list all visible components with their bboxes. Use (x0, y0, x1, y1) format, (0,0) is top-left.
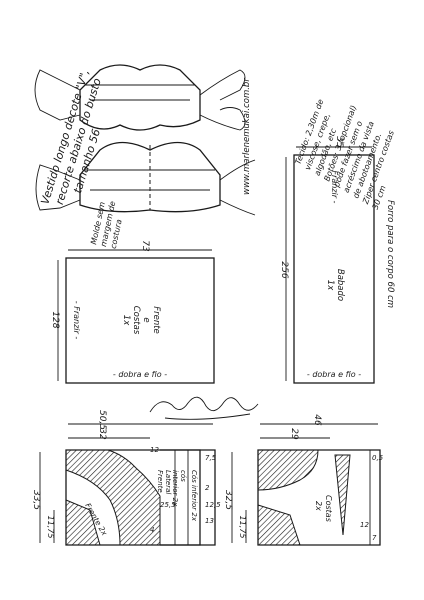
front-dim-6: 12,5 (205, 501, 221, 509)
front-height-total: 33,5 (31, 490, 41, 510)
front-dim-7: 25,5 (160, 501, 176, 509)
front-dim-1: 12 (150, 446, 159, 454)
back-label-1: Costas (324, 495, 333, 522)
skirt-gather-label: - Franzir - (72, 301, 81, 340)
signature (149, 396, 259, 420)
front-label-5: interior 2x (171, 470, 179, 507)
dress-sketch-front (34, 64, 246, 131)
back-height-side: 11,75 (238, 516, 247, 539)
front-bodice-piece: 50,5 32 33,5 11,75 Frente 2x Lateral Fre… (31, 410, 221, 546)
front-label-3: Frente (156, 470, 164, 493)
ruffle-height-dim: 35 (334, 136, 344, 148)
ruffle-label-2: 1x (325, 280, 335, 291)
skirt-label-2: e (141, 317, 151, 322)
front-width-total: 50,5 (97, 410, 107, 430)
front-height-side: 11,75 (46, 516, 55, 539)
skirt-fold-label: - dobra e fio - (113, 370, 167, 379)
ruffle-label-1: Babado (335, 269, 345, 301)
back-height-total: 32,5 (223, 490, 233, 510)
front-dim-5: 13 (205, 517, 214, 525)
website-credit: www.marlenemukai.com.br (242, 78, 252, 195)
back-width-total: 46 (312, 414, 322, 426)
front-dim-4: 7,5 (205, 454, 217, 462)
ruffle-width-dim: 256 (279, 261, 289, 278)
front-dim-3: 2 (205, 484, 210, 492)
title-block: Vestido longo decote "V", recorte abaixo… (38, 68, 103, 206)
skirt-height-dim: 128 (50, 311, 60, 328)
back-dim-1: 12 (360, 521, 369, 529)
back-dim-2: 7 (372, 534, 377, 542)
back-label-2: 2x (314, 501, 323, 511)
back-bodice-piece: 46 29 32,5 11,75 Costas 2x 12 7 0,5 (223, 414, 384, 546)
materials-note: Tecido: 2,30m de viscose, crepe, algodão… (293, 98, 396, 211)
back-dim-3: 0,5 (372, 454, 384, 462)
back-width-top: 29 (289, 428, 299, 440)
front-label-2: Lateral (164, 470, 172, 494)
front-label-4: cós (179, 470, 187, 482)
ruffle-piece: 256 35 - Franzir - Babado 1x - dobra e f… (279, 136, 375, 384)
skirt-piece: 73 128 - Franzir - Frente e Costas 1x - … (50, 240, 215, 384)
front-label-6: Cós inferior 2x (190, 470, 198, 522)
front-dim-2: 4 (150, 526, 154, 534)
ruffle-fold-label: - dobra e fio - (307, 370, 361, 379)
skirt-label-1: Frente (151, 306, 161, 334)
ruffle-gather-label: - Franzir - (330, 165, 339, 204)
front-width-top: 32 (97, 428, 107, 440)
skirt-label-4: 1x (121, 315, 131, 326)
lining-note: Forro para o corpo 60 cm (385, 200, 395, 308)
website-text: www.marlenemukai.com.br (242, 78, 252, 195)
skirt-label-3: Costas (131, 306, 141, 335)
lining-note-text: Forro para o corpo 60 cm (385, 200, 395, 308)
dress-sketch-back (35, 141, 256, 216)
skirt-width-dim: 73 (140, 240, 150, 252)
seam-note: Molde sem margem de costura (89, 200, 124, 249)
